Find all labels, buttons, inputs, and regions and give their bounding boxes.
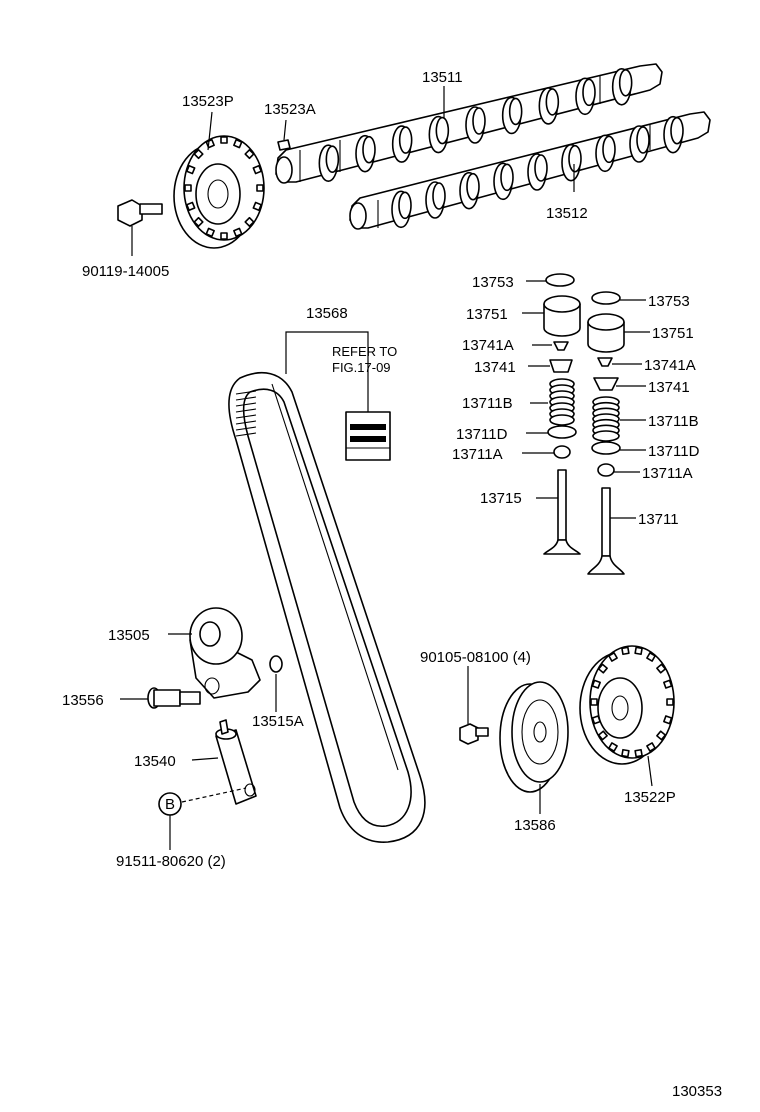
label-13711A-right: 13711A: [642, 465, 693, 482]
label-90119: 90119-14005: [82, 263, 169, 280]
callout-labels: 13511 13512 13523P 13523A 90119-14005 13…: [62, 69, 722, 1100]
circle-b-label: B: [165, 796, 175, 813]
bolt-91511-circle-b[interactable]: B: [158, 792, 182, 816]
label-13511: 13511: [422, 69, 463, 86]
spring-13711B-left[interactable]: [549, 378, 575, 426]
label-13751-right: 13751: [652, 325, 694, 342]
label-13741A-right: 13741A: [644, 357, 696, 374]
label-13741-right: 13741: [648, 379, 690, 396]
crankshaft-pulley-13586[interactable]: [499, 681, 569, 793]
label-13711B-right: 13711B: [648, 413, 699, 430]
camshaft-13512[interactable]: [349, 111, 711, 230]
refer-box[interactable]: [345, 411, 391, 461]
label-13711B-left: 13711B: [462, 395, 513, 412]
label-13753-left: 13753: [472, 274, 514, 291]
figure-number: 130353: [672, 1083, 722, 1100]
label-13568: 13568: [306, 305, 348, 322]
label-13505: 13505: [108, 627, 150, 644]
bolt-90105-08100[interactable]: [459, 723, 489, 745]
retainer-13741-right[interactable]: [593, 377, 619, 391]
bolt-90119-14005[interactable]: [117, 199, 163, 227]
label-13540: 13540: [134, 753, 176, 770]
label-13556: 13556: [62, 692, 104, 709]
label-13753-right: 13753: [648, 293, 690, 310]
shim-13753-left[interactable]: [545, 273, 575, 287]
seal-13711A-left[interactable]: [553, 445, 571, 459]
label-13711A-left: 13711A: [452, 446, 503, 463]
knock-pin-13523A[interactable]: [277, 139, 291, 151]
label-13711D-right: 13711D: [648, 443, 700, 460]
label-90105: 90105-08100 (4): [420, 649, 531, 666]
label-13515A: 13515A: [252, 713, 304, 730]
keeper-13741A-right[interactable]: [597, 357, 613, 367]
seal-13711A-right[interactable]: [597, 463, 615, 477]
valve-13715[interactable]: [543, 469, 581, 555]
valve-train-right: [587, 291, 625, 575]
label-13522P: 13522P: [624, 789, 676, 806]
label-13523A: 13523A: [264, 101, 316, 118]
label-13711D-left: 13711D: [456, 426, 508, 443]
valve-train-left: [543, 273, 581, 555]
label-13715: 13715: [480, 490, 522, 507]
crankshaft-timing-pulley-13522P[interactable]: [579, 645, 675, 765]
label-13741-left: 13741: [474, 359, 516, 376]
tensioner-13540[interactable]: [215, 719, 257, 805]
refer-line-1: REFER TO: [332, 344, 397, 359]
label-13741A-left: 13741A: [462, 337, 514, 354]
spring-13711B-right[interactable]: [592, 396, 620, 442]
retainer-13741-left[interactable]: [549, 359, 573, 373]
timing-belt[interactable]: [228, 371, 426, 843]
label-13586: 13586: [514, 817, 556, 834]
washer-13515A[interactable]: [269, 655, 283, 673]
idler-pulley-assembly[interactable]: [189, 607, 261, 699]
seat-13711D-left[interactable]: [547, 425, 577, 439]
bolt-13556[interactable]: [147, 687, 201, 709]
refer-line-2: FIG.17-09: [332, 360, 391, 375]
label-13523P: 13523P: [182, 93, 234, 110]
camshaft-13511[interactable]: [275, 63, 663, 184]
label-13711: 13711: [638, 511, 679, 528]
label-91511: 91511-80620 (2): [116, 853, 226, 870]
label-13512: 13512: [546, 205, 588, 222]
lifter-13751-left[interactable]: [543, 295, 581, 337]
lifter-13751-right[interactable]: [587, 313, 625, 353]
shim-13753-right[interactable]: [591, 291, 621, 305]
label-13751-left: 13751: [466, 306, 508, 323]
valve-13711[interactable]: [587, 487, 625, 575]
leader-lines: [120, 86, 653, 850]
seat-13711D-right[interactable]: [591, 441, 621, 455]
camshaft-timing-pulley[interactable]: [173, 135, 265, 249]
keeper-13741A-left[interactable]: [553, 341, 569, 351]
